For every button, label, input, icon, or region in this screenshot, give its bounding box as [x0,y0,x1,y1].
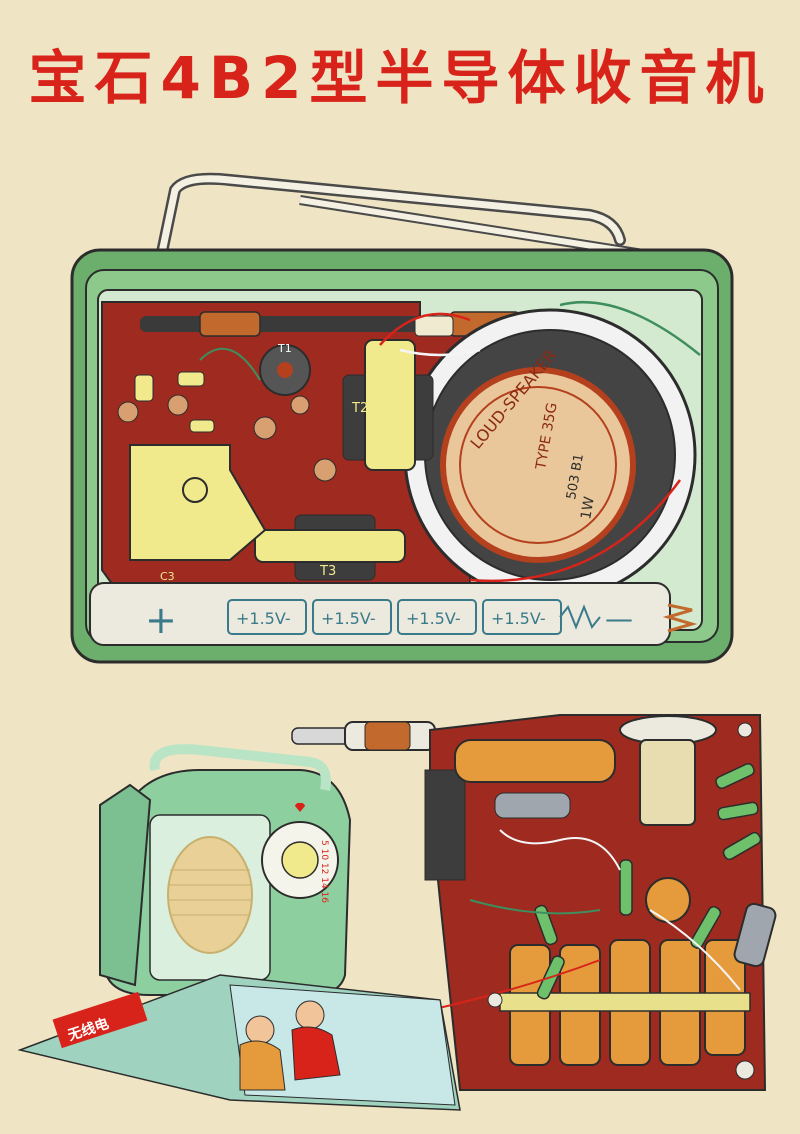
capacitor-c9 [494,792,571,819]
speaker-power-text: 1W [578,495,598,520]
poster-title: 宝石4B2型半导体收音机 [28,44,772,112]
tuning-capacitor: C3 [129,444,267,583]
bottom-circuit-board [291,714,777,1091]
capacitor-c11 [454,739,616,783]
battery-cell-2-label: +1.5V- [321,609,376,628]
battery-cell-3-label: +1.5V- [406,609,461,628]
capacitor-c4 [733,902,777,968]
loudspeaker: LOUD-SPEAKER TYPE 35G 503 B1 1W [403,308,697,602]
small-radio-illustration: 5 10 12 14 16 [99,744,352,996]
battery-cell-1-label: +1.5V- [236,609,291,628]
dial-numbers: 5 10 12 14 16 [319,840,329,903]
magazine-label-box [52,991,148,1049]
speaker-grille [167,836,253,954]
transformer-t1: T1 [259,342,311,396]
svg-text:T1: T1 [277,342,292,355]
transformer-t3: T3 [254,514,406,581]
top-radio-cutaway: LOUD-SPEAKER TYPE 35G 503 B1 1W T2 T3 T1… [70,172,734,664]
svg-text:T3: T3 [319,564,336,579]
speaker-magnet-label [440,367,636,563]
svg-text:T2: T2 [351,401,368,416]
magazine: 无线电 [17,974,461,1111]
battery-plus-sign: + [145,598,177,642]
transformer-t2: T2 [342,339,434,471]
battery-compartment: + +1.5V- +1.5V- +1.5V- +1.5V- — [89,582,698,646]
battery-cell-4-label: +1.5V- [491,609,546,628]
battery-minus-sign: — [605,602,633,635]
svg-text:C3: C3 [160,570,175,583]
